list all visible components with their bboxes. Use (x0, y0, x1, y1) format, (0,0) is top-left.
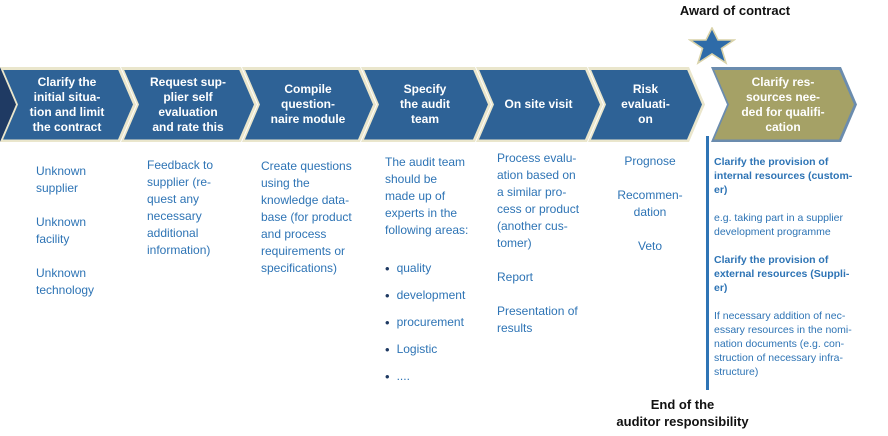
step-details-risk-evaluation: Prognose Recommen- dation Veto (617, 154, 683, 253)
step-chevron-specify-audit-team: Specify the audit team (361, 67, 491, 142)
bullet-label: development (396, 288, 466, 302)
step-chevron-fill: Specify the audit team (364, 70, 488, 140)
step-details-clarify-resources: Clarify the provision of internal resour… (714, 155, 884, 393)
step-title: On site visit (504, 97, 573, 111)
step-title: Request sup- plier self evaluation and r… (149, 74, 226, 134)
auditor-responsibility-separator-line (706, 136, 709, 390)
step-details-on-site-visit: Process evalu- ation based on a similar … (497, 151, 580, 335)
step-chevron-fill: On site visit (479, 70, 600, 140)
step-chevron-clarify-resources-for-qualification: Clarify res- sources nee- ded for qualif… (711, 67, 857, 142)
step-chevron-fill: Compile question- naire module (245, 70, 373, 140)
bullet-icon: • (385, 369, 390, 384)
bullet-icon: • (385, 315, 390, 330)
step-chevron-risk-evaluation: Risk evaluati- on (588, 67, 705, 142)
bullet-item: • development (385, 287, 497, 304)
step-chevron-fill: Request sup- plier self evaluation and r… (124, 70, 254, 140)
bullet-item: • .... (385, 368, 497, 385)
resources-paragraph-external: Clarify the provision of external resour… (714, 254, 850, 294)
step-details-specify-audit-team: The audit team should be made up of expe… (385, 155, 469, 237)
bullet-item: • Logistic (385, 341, 497, 358)
step-chevron-fill: Clarify the initial situa- tion and limi… (3, 70, 133, 140)
resources-paragraph-nomination: If necessary addition of nec- essary res… (714, 310, 852, 378)
step-details-request-supplier-self-evaluation: Feedback to supplier (re- quest any nece… (147, 158, 214, 257)
bullet-icon: • (385, 342, 390, 357)
step-title: Clarify the initial situa- tion and limi… (29, 74, 105, 134)
star-icon (687, 26, 737, 65)
step-chevron-fill: Risk evaluati- on (591, 70, 702, 140)
step-details-clarify-initial-situation: Unknown supplier Unknown facility Unknow… (36, 164, 95, 297)
step-chevron-on-site-visit: On site visit (476, 67, 603, 142)
step-chevron-clarify-initial-situation: Clarify the initial situa- tion and limi… (0, 67, 136, 142)
step-details-compile-questionnaire-module: Create questions using the knowledge dat… (261, 159, 352, 275)
step-chevron-fill: Clarify res- sources nee- ded for qualif… (714, 70, 854, 140)
award-of-contract-label: Award of contract (679, 3, 791, 18)
end-of-auditor-responsibility-label: End of the auditor responsibility (616, 397, 749, 429)
bullet-label: .... (396, 369, 410, 383)
bullet-icon: • (385, 261, 390, 276)
process-chevron-band: Clarify the initial situa- tion and limi… (0, 67, 888, 142)
resources-paragraph-internal: Clarify the provision of internal resour… (714, 156, 853, 196)
step-title: Clarify res- sources nee- ded for qualif… (741, 74, 825, 134)
bullet-label: quality (396, 261, 432, 275)
audit-team-expert-areas-list: • quality • development • procurement • … (385, 260, 497, 395)
step-chevron-request-supplier-self-evaluation: Request sup- plier self evaluation and r… (121, 67, 257, 142)
bullet-item: • quality (385, 260, 497, 277)
bullet-icon: • (385, 288, 390, 303)
resources-paragraph-example: e.g. taking part in a supplier developme… (714, 212, 843, 238)
step-title: Risk evaluati- on (621, 82, 670, 126)
star-icon-svg (687, 26, 737, 65)
step-title: Specify the audit team (400, 82, 450, 126)
bullet-label: procurement (396, 315, 464, 329)
bullet-item: • procurement (385, 314, 497, 331)
step-title: Compile question- naire module (270, 82, 346, 126)
step-chevron-compile-questionnaire-module: Compile question- naire module (242, 67, 376, 142)
bullet-label: Logistic (396, 342, 438, 356)
